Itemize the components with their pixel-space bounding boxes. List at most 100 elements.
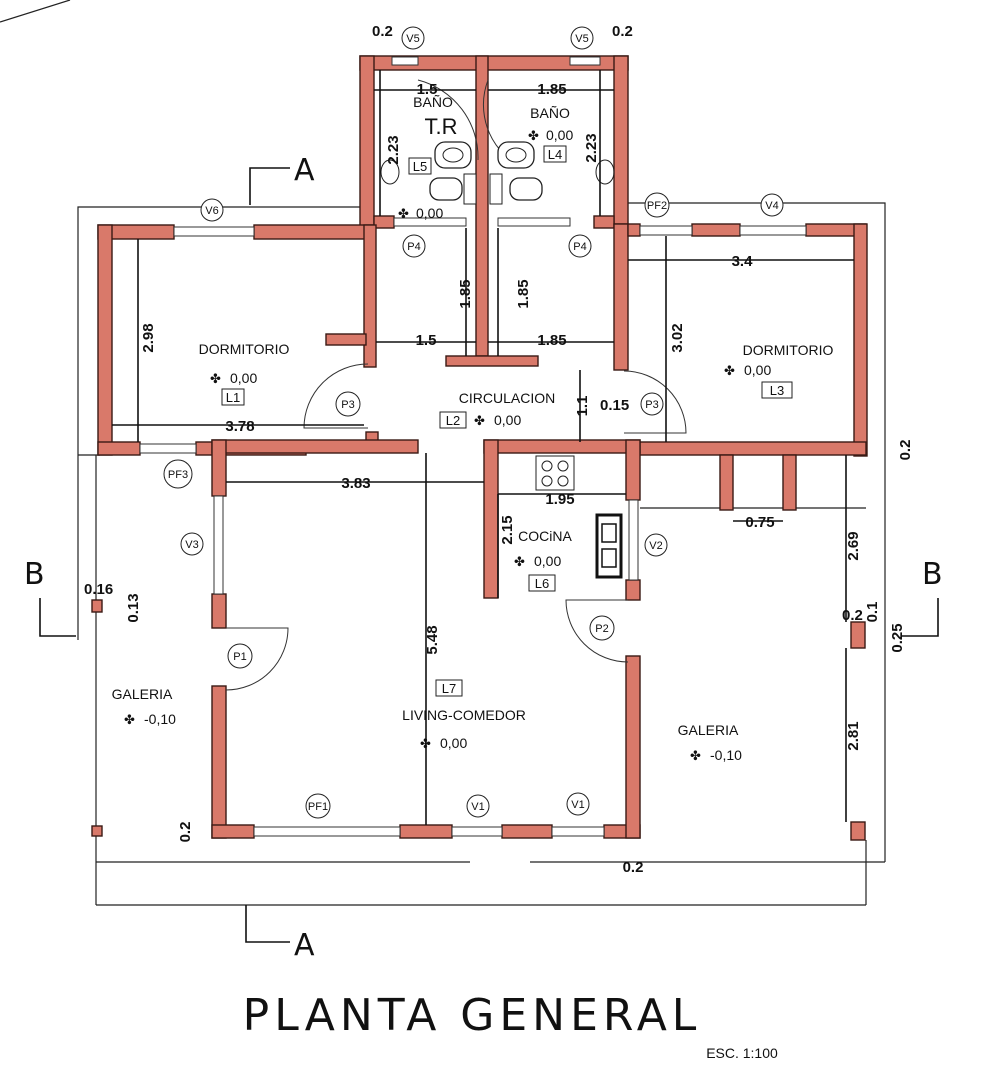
dim-column-02: 0.2: [842, 607, 863, 624]
dim-wall-right-02: 0.2: [897, 440, 914, 461]
dim-wall-top-right: 0.2: [612, 23, 633, 40]
svg-text:A: A: [294, 153, 315, 188]
room-dormitorio-left-name: DORMITORIO: [199, 341, 290, 357]
room-bano-left-extra: T.R: [425, 114, 458, 139]
level-marker-icon: ✤: [690, 749, 701, 764]
walls: [91, 55, 868, 841]
tag-v4: V4: [765, 200, 778, 212]
dim-cocina-width: 1.95: [545, 491, 574, 508]
dim-bano-left-width: 1.5: [417, 81, 438, 98]
room-circulacion-name: CIRCULACION: [459, 390, 555, 406]
room-bano-left-name: BAÑO: [413, 94, 453, 110]
dim-living-height: 5.48: [424, 625, 441, 654]
dim-bano-left-height: 2.23: [385, 135, 402, 164]
dim-wall-top-left: 0.2: [372, 23, 393, 40]
level-marker-icon: ✤: [210, 372, 221, 387]
level-marker-icon: ✤: [398, 207, 409, 222]
dim-wall-right-01: 0.1: [864, 602, 881, 623]
level-marker-icon: ✤: [124, 713, 135, 728]
tag-p4-left: P4: [407, 241, 420, 253]
dim-bano-right-width: 1.85: [537, 81, 566, 98]
dim-circulacion-vertical: 1.1: [574, 396, 591, 417]
dim-living-width: 3.83: [341, 475, 370, 492]
room-bano-right-level: 0,00: [546, 127, 573, 143]
svg-text:B: B: [24, 557, 45, 592]
dim-dorm-right-width: 3.4: [732, 253, 754, 270]
tag-v2: V2: [649, 540, 662, 552]
tag-p3-left: P3: [341, 399, 354, 411]
dim-pasillo-right: 1.85: [515, 279, 532, 308]
room-code-boxes: [221, 145, 793, 697]
tag-v5-left: V5: [406, 33, 419, 45]
room-dormitorio-right-name: DORMITORIO: [743, 342, 834, 358]
opening-tags: [163, 26, 784, 819]
svg-text:B: B: [922, 557, 943, 592]
plan-scale: ESC. 1:100: [706, 1045, 778, 1061]
dim-dorm-left-width: 3.78: [225, 418, 254, 435]
tag-v3: V3: [185, 539, 198, 551]
corner-line: [0, 0, 71, 23]
outer-outline: [77, 202, 886, 906]
section-mark-b-left: B: [24, 557, 76, 637]
tag-v1-left: V1: [471, 801, 484, 813]
room-bano-left-level: 0,00: [416, 205, 443, 221]
section-mark-a-bottom: A: [245, 905, 315, 963]
room-bano-right-name: BAÑO: [530, 105, 570, 121]
room-dormitorio-right-code: L3: [770, 383, 784, 398]
room-cocina-code: L6: [535, 576, 549, 591]
section-mark-b-right: B: [902, 557, 943, 637]
level-marker-icon: ✤: [420, 737, 431, 752]
dim-dorm-left-height: 2.98: [140, 323, 157, 352]
tag-pf3: PF3: [168, 469, 188, 481]
dim-circulacion-left: 1.5: [416, 332, 437, 349]
windows: [139, 56, 807, 837]
room-circulacion-level: 0,00: [494, 412, 521, 428]
section-mark-a-top: A: [249, 153, 315, 205]
plan-title: PLANTA GENERAL: [243, 990, 702, 1041]
dim-column-016: 0.16: [84, 581, 113, 598]
room-living-code: L7: [442, 681, 456, 696]
dim-cocina-height: 2.15: [499, 515, 516, 544]
room-dormitorio-left-level: 0,00: [230, 370, 257, 386]
tag-pf2: PF2: [647, 200, 667, 212]
dim-pasillo-left: 1.85: [457, 279, 474, 308]
room-galeria-right-level: -0,10: [710, 747, 742, 763]
dim-075: 0.75: [745, 514, 774, 531]
dim-wall-015: 0.15: [600, 397, 629, 414]
tag-v5-right: V5: [575, 33, 588, 45]
dimension-lines: [112, 70, 854, 825]
room-dormitorio-left-code: L1: [226, 390, 240, 405]
doors: [225, 79, 687, 691]
tag-p3-right: P3: [645, 399, 658, 411]
dim-galeria-right-upper: 2.69: [845, 531, 862, 560]
room-bano-left-code: L5: [413, 159, 427, 174]
level-marker-icon: ✤: [474, 414, 485, 429]
room-living-name: LIVING-COMEDOR: [402, 707, 526, 723]
svg-text:A: A: [294, 928, 315, 963]
room-circulacion-code: L2: [446, 413, 460, 428]
room-galeria-left-name: GALERIA: [112, 686, 173, 702]
dim-galeria-right-lower: 2.81: [845, 721, 862, 750]
tag-p1: P1: [233, 651, 246, 663]
level-marker-icon: ✤: [514, 555, 525, 570]
room-cocina-level: 0,00: [534, 553, 561, 569]
sanitary-fixtures: [380, 141, 623, 579]
dim-column-025: 0.25: [889, 623, 906, 652]
room-galeria-right-name: GALERIA: [678, 722, 739, 738]
dim-circulacion-right: 1.85: [537, 332, 566, 349]
dim-dorm-right-height: 3.02: [669, 323, 686, 352]
room-bano-right-code: L4: [548, 147, 562, 162]
dim-bano-right-height: 2.23: [583, 133, 600, 162]
tag-pf1: PF1: [308, 801, 328, 813]
tag-p4-right: P4: [573, 241, 586, 253]
tag-p2: P2: [595, 623, 608, 635]
dim-column-013: 0.13: [125, 593, 142, 622]
room-dormitorio-right-level: 0,00: [744, 362, 771, 378]
room-galeria-left-level: -0,10: [144, 711, 176, 727]
room-cocina-name: COCiNA: [518, 528, 572, 544]
dim-bottom-left: 0.2: [177, 822, 194, 843]
room-living-level: 0,00: [440, 735, 467, 751]
tag-v6: V6: [205, 205, 218, 217]
level-marker-icon: ✤: [528, 129, 539, 144]
